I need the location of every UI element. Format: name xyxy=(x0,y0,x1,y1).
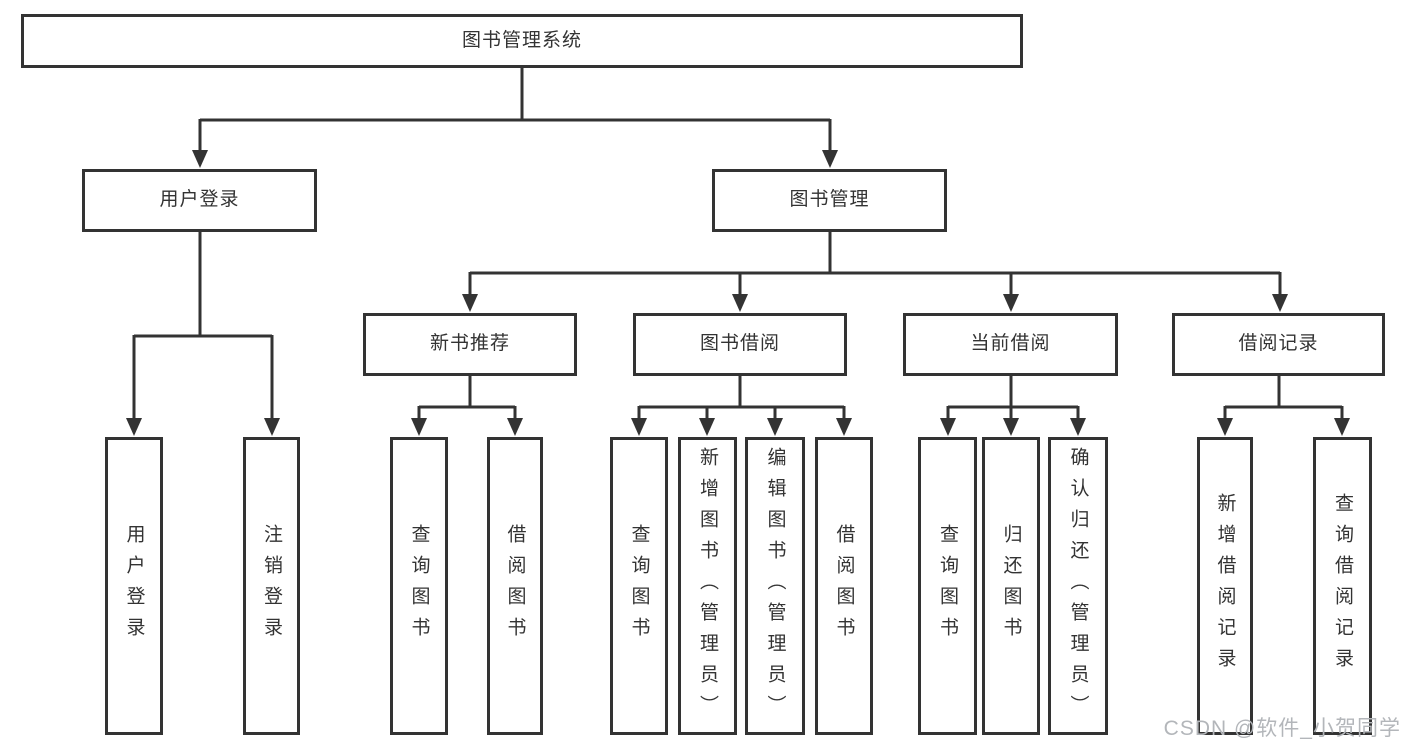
node-query-books-borrow: 查询图书 xyxy=(610,437,668,735)
node-add-book-admin: 新增图书（管理员） xyxy=(678,437,737,735)
watermark-csdn: CSDN @软件_小贺同学 xyxy=(1163,717,1401,740)
node-user-login: 用户登录 xyxy=(82,169,317,232)
node-current-borrow: 当前借阅 xyxy=(903,313,1118,376)
node-borrow-books-leaf: 借阅图书 xyxy=(815,437,873,735)
node-logout-leaf: 注销登录 xyxy=(243,437,300,735)
node-confirm-return-admin: 确认归还（管理员） xyxy=(1048,437,1108,735)
connector-book-management-groups xyxy=(462,232,1288,312)
node-query-books-current: 查询图书 xyxy=(918,437,977,735)
node-book-management: 图书管理 xyxy=(712,169,947,232)
node-add-borrow-record: 新增借阅记录 xyxy=(1197,437,1253,735)
connector-book-borrow-children xyxy=(631,376,852,436)
node-query-borrow-record: 查询借阅记录 xyxy=(1313,437,1372,735)
node-borrow-records: 借阅记录 xyxy=(1172,313,1385,376)
connector-user-login-children xyxy=(126,232,280,436)
connector-current-borrow-children xyxy=(940,376,1086,436)
node-borrow-books-recommend: 借阅图书 xyxy=(487,437,543,735)
node-edit-book-admin: 编辑图书（管理员） xyxy=(745,437,805,735)
connector-borrow-records-children xyxy=(1217,376,1350,436)
node-return-books: 归还图书 xyxy=(982,437,1040,735)
connector-new-book-recommend-children xyxy=(411,376,523,436)
node-user-login-leaf: 用户登录 xyxy=(105,437,163,735)
connector-root-to-level2 xyxy=(192,68,838,168)
node-query-books-recommend: 查询图书 xyxy=(390,437,448,735)
node-book-borrow: 图书借阅 xyxy=(633,313,847,376)
node-library-management-system: 图书管理系统 xyxy=(21,14,1023,68)
node-new-book-recommend: 新书推荐 xyxy=(363,313,577,376)
